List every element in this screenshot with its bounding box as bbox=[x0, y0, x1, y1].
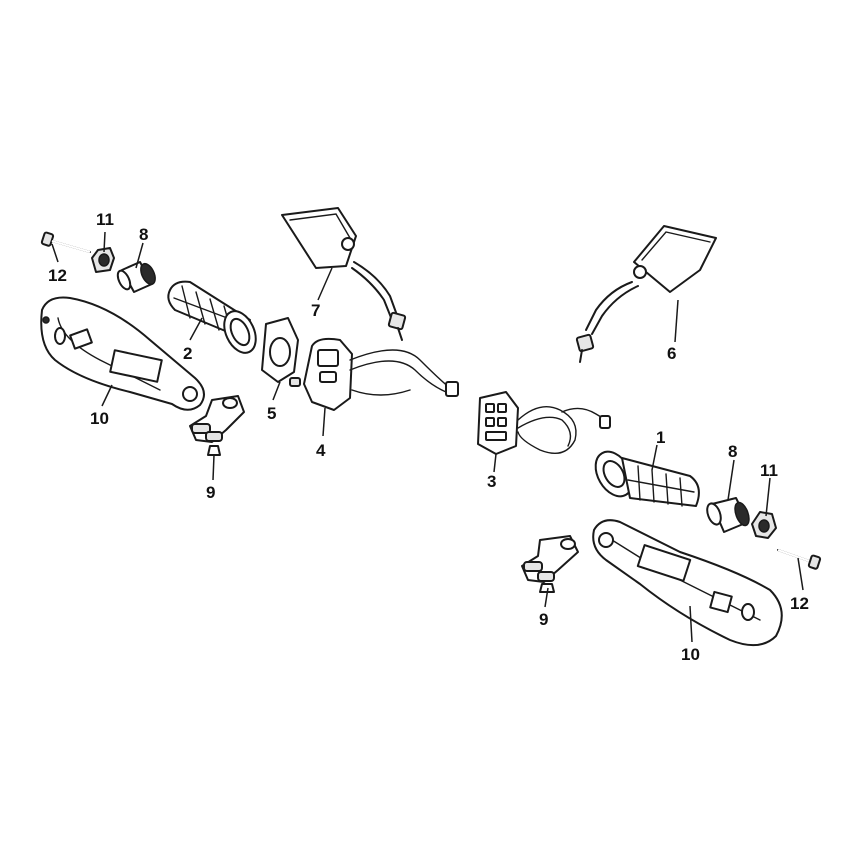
callout-12-right: 12 bbox=[790, 594, 809, 613]
throttle-housing bbox=[261, 317, 301, 387]
callout-1: 1 bbox=[656, 428, 665, 447]
leader-lines bbox=[51, 231, 804, 643]
handlebar-grip-right bbox=[594, 450, 700, 507]
mirror-right bbox=[575, 225, 717, 363]
bolt-left bbox=[40, 231, 91, 253]
callout-7: 7 bbox=[311, 301, 320, 320]
bolt-right bbox=[777, 549, 822, 570]
mirror-left bbox=[281, 207, 407, 341]
callout-8-left: 8 bbox=[139, 225, 148, 244]
bar-end-weight-left bbox=[116, 261, 156, 293]
handlebar-grip-left bbox=[167, 280, 257, 354]
callout-4: 4 bbox=[316, 441, 326, 460]
callout-11-left: 11 bbox=[96, 210, 114, 229]
callout-11-right: 11 bbox=[760, 461, 778, 480]
callout-6: 6 bbox=[667, 344, 676, 363]
hand-guard-right bbox=[592, 519, 783, 647]
bar-end-cap-left bbox=[91, 247, 115, 273]
hand-guard-left bbox=[40, 296, 205, 411]
callout-12-left: 12 bbox=[48, 266, 67, 285]
clamp-right bbox=[521, 535, 579, 593]
callout-10-right: 10 bbox=[681, 645, 700, 664]
callout-3: 3 bbox=[487, 472, 496, 491]
callout-10-left: 10 bbox=[90, 409, 109, 428]
switch-housing-right bbox=[477, 391, 611, 455]
callout-9-left: 9 bbox=[206, 483, 215, 502]
callout-labels: 11 8 12 7 2 6 10 5 4 1 8 11 3 9 12 9 10 bbox=[48, 210, 809, 664]
callout-8-right: 8 bbox=[728, 442, 737, 461]
bar-end-cap-right bbox=[751, 511, 777, 539]
bar-end-weight-right bbox=[706, 497, 750, 533]
callout-2: 2 bbox=[183, 344, 192, 363]
clamp-left bbox=[189, 395, 245, 456]
callout-9-right: 9 bbox=[539, 610, 548, 629]
callout-5: 5 bbox=[267, 404, 276, 423]
switch-housing-left bbox=[303, 337, 459, 411]
